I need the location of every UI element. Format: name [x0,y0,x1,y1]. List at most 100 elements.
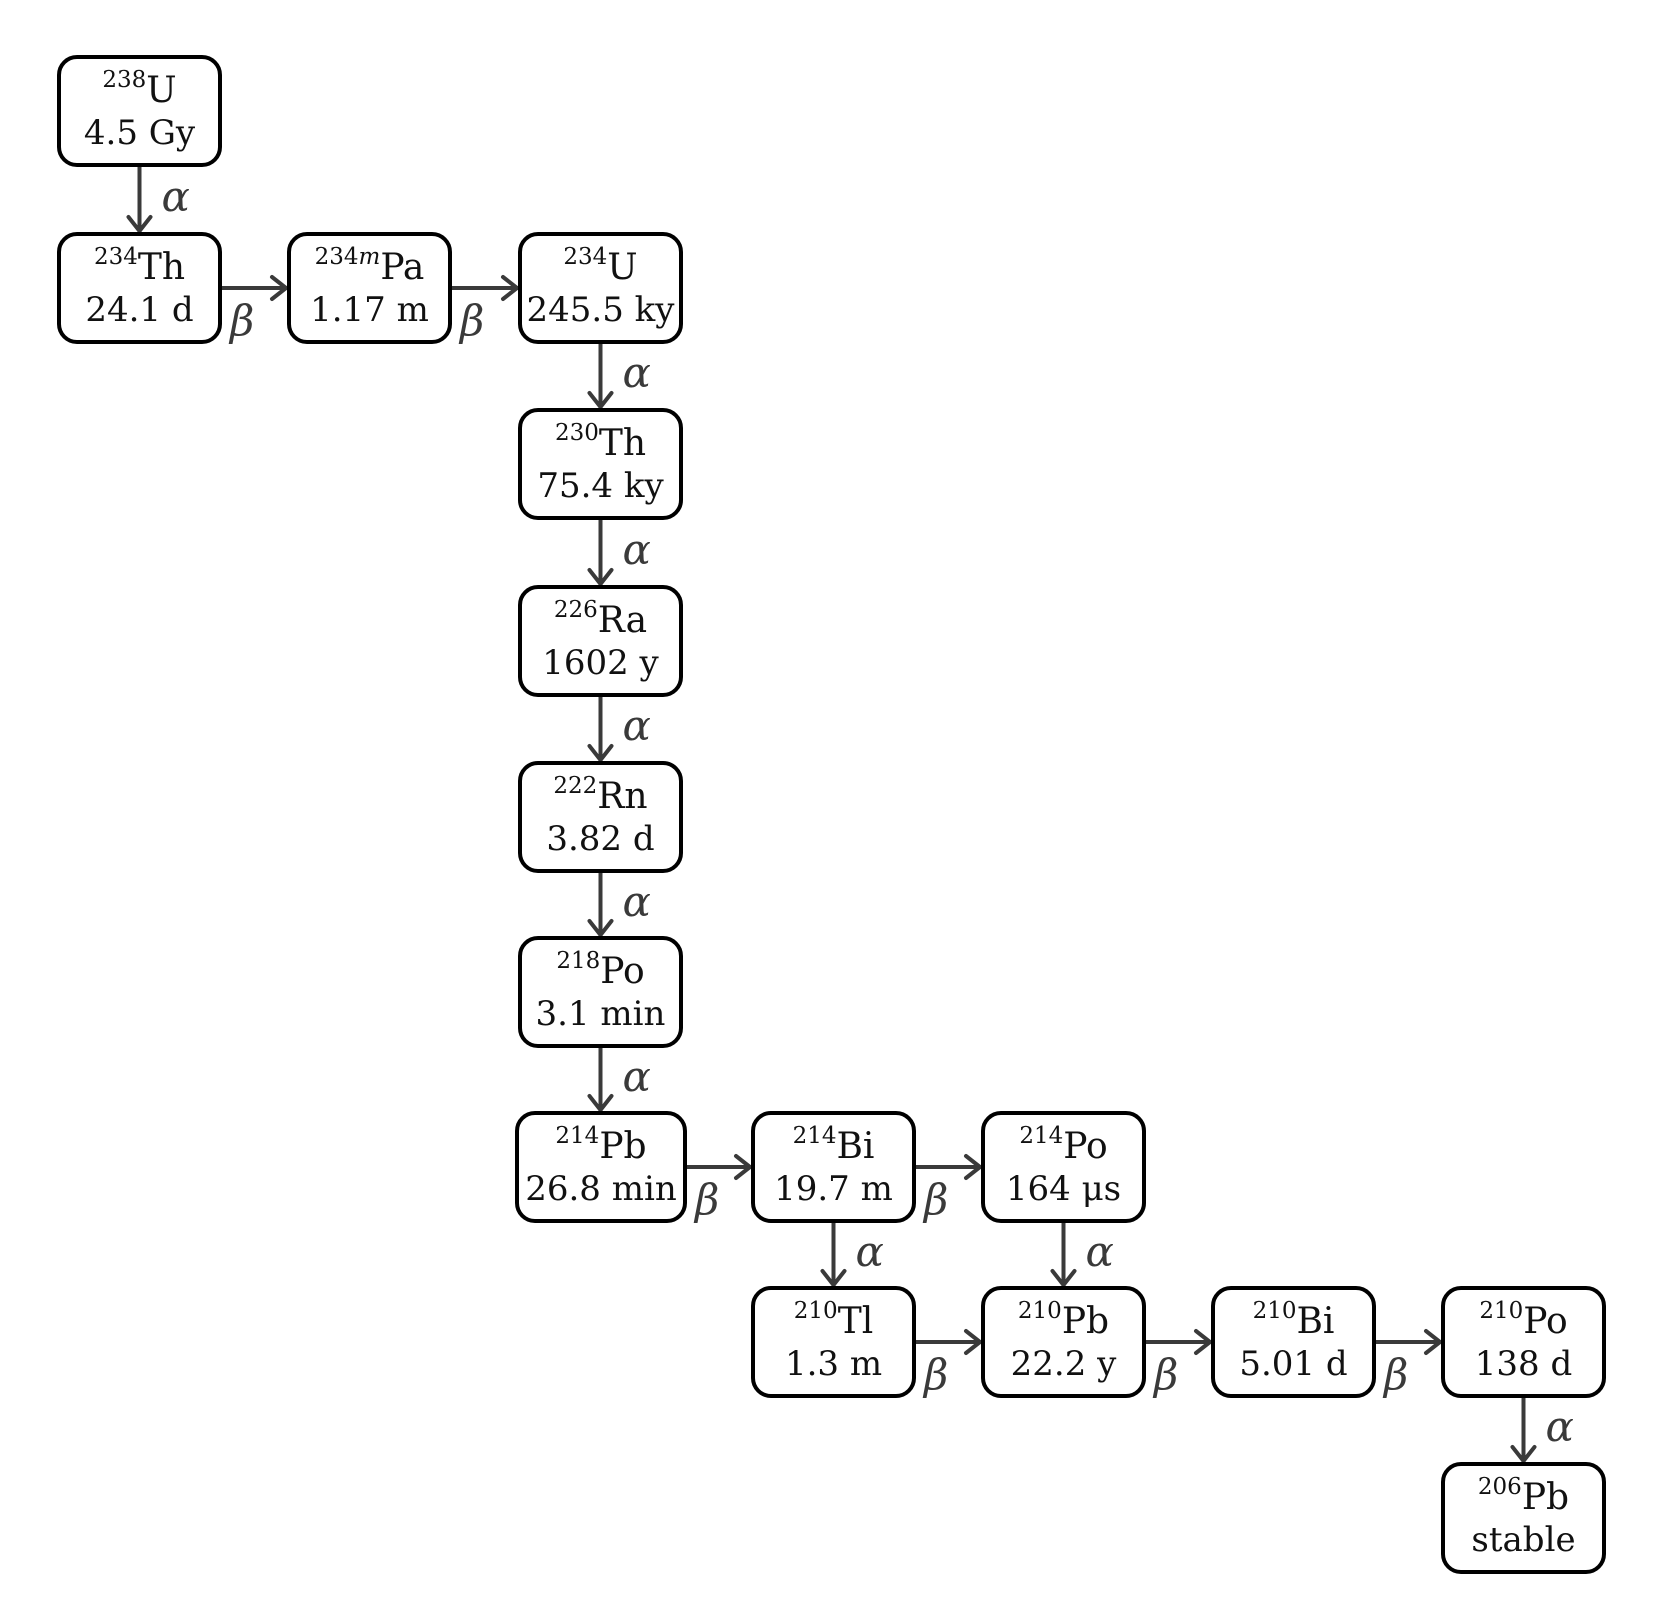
decay-arrow-po214-to-pb210 [1050,1223,1077,1287]
decay-arrow-pb214-to-bi214 [687,1154,752,1180]
isotope-label: 238U [102,66,176,113]
element-symbol: Bi [836,1125,875,1167]
decay-arrow-rn222-to-po218 [587,873,614,937]
mass-number: 238 [102,66,147,93]
half-life: stable [1471,1519,1576,1560]
mass-number: 214 [792,1122,837,1149]
alpha-decay-label: α [161,171,190,221]
element-symbol: Pb [1521,1476,1570,1518]
half-life: 138 d [1474,1343,1573,1384]
isotope-label: 226Ra [553,596,648,643]
isotope-label: 234Th [94,244,186,290]
mass-number: 218 [556,947,601,974]
alpha-decay-label: α [855,1226,884,1276]
alpha-decay-label: α [622,701,651,750]
half-life: 245.5 ky [526,289,675,330]
arrow-head [126,215,153,233]
half-life: 24.1 d [85,289,194,330]
half-life: 3.1 min [535,993,666,1034]
decay-arrow-u234-to-th230 [587,344,614,409]
isotope-label: 234U [563,244,637,290]
isotope-label: 210Pb [1017,1297,1109,1344]
element-symbol: Th [598,422,647,464]
isotope-label: 214Bi [792,1122,875,1169]
element-symbol: Rn [597,775,648,817]
alpha-decay-label: α [622,1051,651,1101]
mass-number: 234m [314,243,381,270]
arrow-head [587,1094,614,1112]
half-life: 1602 y [542,642,659,683]
arrow-head [587,391,614,409]
alpha-decay-label: α [1085,1226,1114,1276]
half-life: 4.5 Gy [83,112,196,153]
arrow-head [1510,1445,1537,1463]
arrow-head [734,1154,752,1180]
decay-arrow-tl210-to-pb210 [916,1329,982,1355]
element-symbol: Tl [837,1300,874,1342]
half-life: 19.7 m [774,1168,893,1209]
isotope-label: 210Po [1479,1297,1568,1344]
arrow-head [587,568,614,586]
decay-arrow-bi210-to-po210 [1376,1329,1442,1355]
element-symbol: Th [137,246,186,288]
decay-arrow-pb210-to-bi210 [1146,1329,1212,1355]
decay-arrow-po218-to-pb214 [587,1048,614,1112]
alpha-decay-label: α [622,876,651,926]
isotope-label: 234mPa [314,243,425,290]
arrow-head [964,1154,982,1180]
decay-arrow-bi214-to-po214 [916,1154,982,1180]
beta-decay-label: β [230,296,255,345]
arrow-head [1194,1329,1212,1355]
half-life: 75.4 ky [537,465,664,506]
element-symbol: Po [1063,1125,1108,1167]
decay-arrow-po210-to-pb206 [1510,1398,1537,1463]
alpha-decay-label: α [1545,1402,1574,1451]
half-life: 5.01 d [1239,1343,1348,1384]
isotope-label: 230Th [554,419,647,466]
alpha-decay-label: α [622,348,651,397]
half-life: 164 μs [1005,1168,1122,1209]
mass-number: 214 [555,1122,600,1149]
decay-arrow-th230-to-ra226 [587,520,614,586]
decay-arrow-pa234m-to-u234 [452,275,519,301]
arrow-head [587,744,614,762]
mass-number: 230 [554,419,599,446]
isotope-label: 210Bi [1253,1298,1335,1344]
isotope-label: 222Rn [553,772,648,819]
arrow-head [587,919,614,937]
arrow-head [1050,1269,1077,1287]
element-symbol: Bi [1296,1300,1335,1342]
element-symbol: Ra [597,599,648,641]
element-symbol: Po [1523,1300,1568,1342]
mass-number: 214 [1019,1122,1064,1149]
mass-number: 210 [1017,1297,1062,1324]
mass-number: 222 [553,772,598,799]
isotope-label: 214Pb [555,1122,646,1169]
isotope-label: 214Po [1019,1122,1108,1169]
half-life: 22.2 y [1010,1343,1117,1384]
beta-decay-label: β [1154,1350,1179,1399]
element-symbol: Po [600,950,645,992]
half-life: 3.82 d [546,818,655,859]
arrow-head [1424,1329,1442,1355]
half-life: 26.8 min [525,1168,677,1209]
mass-number: 226 [553,596,598,623]
mass-number: 210 [1479,1297,1524,1324]
arrow-head [964,1329,982,1355]
beta-decay-label: β [924,1350,949,1399]
